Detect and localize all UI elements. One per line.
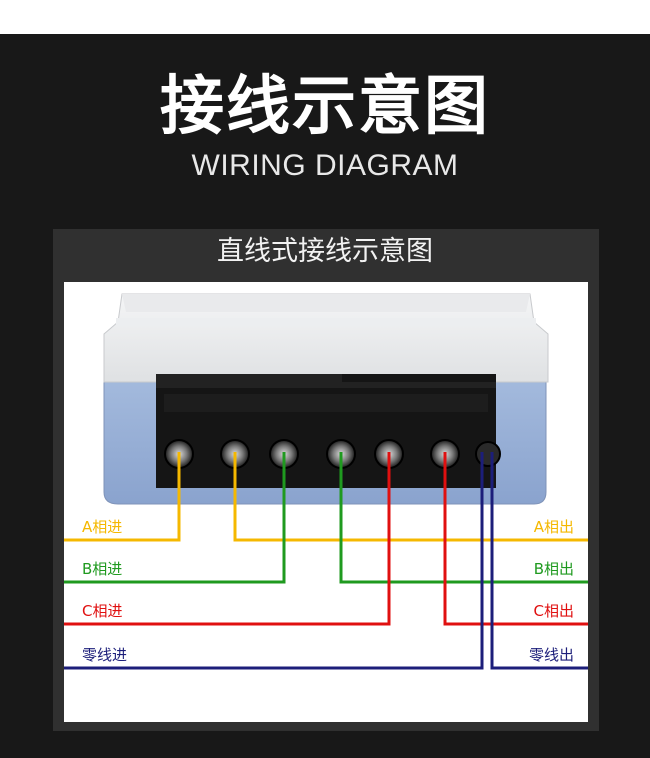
terminal-7 [475, 441, 501, 467]
wire-c-out [443, 452, 588, 626]
label-a-out: A相出 [533, 518, 574, 536]
wire-b-out [339, 452, 588, 584]
label-n-out: 零线出 [528, 646, 574, 664]
wire-b-in [64, 452, 286, 584]
wire-c-in [64, 452, 391, 626]
label-a-in: A相进 [82, 518, 123, 536]
label-c-out: C相出 [533, 602, 574, 620]
label-n-in: 零线进 [82, 646, 128, 664]
label-c-in: C相进 [82, 602, 123, 620]
page-subtitle: WIRING DIAGRAM [191, 149, 459, 182]
wiring-diagram-canvas: A相进 B相进 C相进 零线进 A相出 B相出 C相出 零线出 [64, 282, 588, 722]
wire-n-in [64, 452, 484, 670]
terminal-sockets [164, 439, 501, 469]
wire-a-in [64, 452, 181, 542]
wire-n-out [490, 452, 588, 670]
meter-cover [103, 293, 549, 383]
wire-a-out [233, 452, 588, 542]
diagram-panel-title: 直线式接线示意图 [217, 236, 433, 267]
meter-illustration [64, 293, 588, 670]
page-title: 接线示意图 [160, 69, 490, 144]
label-b-out: B相出 [533, 560, 574, 578]
label-b-in: B相进 [82, 560, 123, 578]
